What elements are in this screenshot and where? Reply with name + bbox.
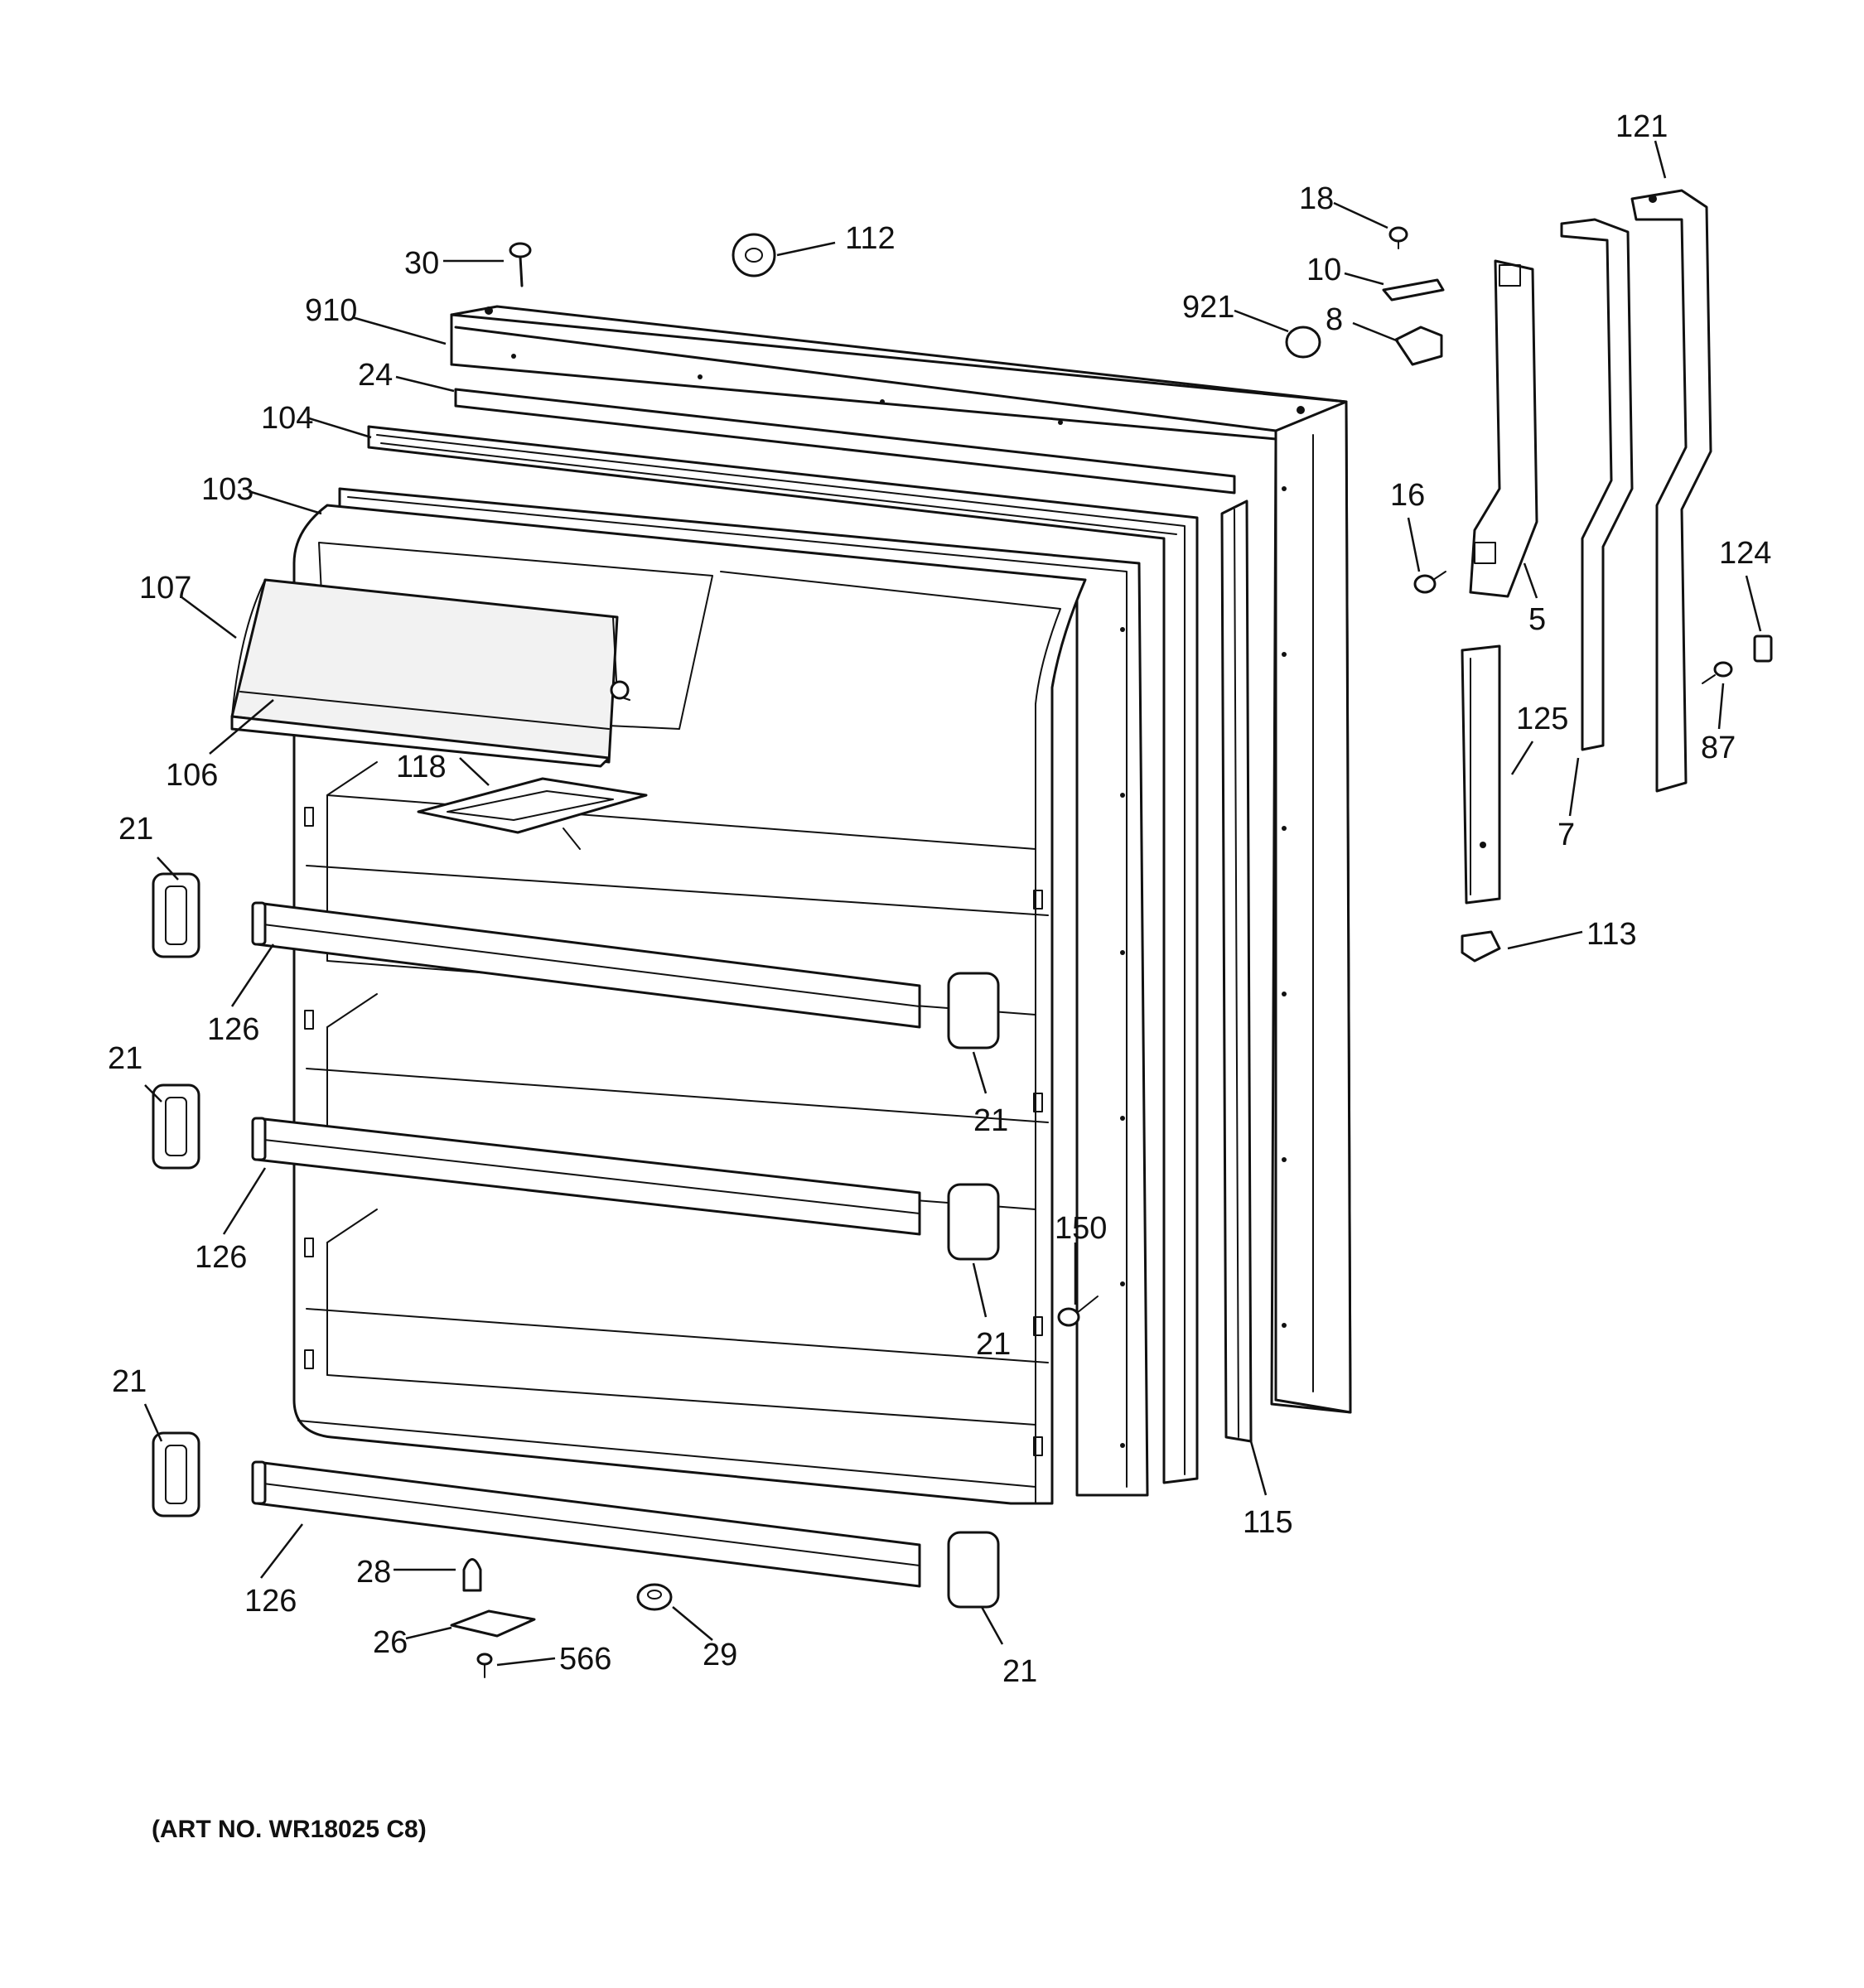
label-21-right-3: 21 <box>1002 1654 1037 1689</box>
label-10: 10 <box>1306 253 1341 287</box>
label-21-left-3: 21 <box>112 1364 147 1399</box>
label-21-right-2: 21 <box>976 1327 1011 1362</box>
plate-26 <box>450 1609 536 1638</box>
label-30: 30 <box>404 246 439 281</box>
shelf-end-cap-right-3 <box>947 1531 1000 1609</box>
screw-16 <box>1413 571 1446 594</box>
label-103: 103 <box>201 472 254 507</box>
dairy-compartment <box>230 578 630 768</box>
door-shelf-bar-1 <box>251 901 921 1029</box>
screw-566 <box>476 1653 493 1678</box>
shelf-end-cap-right-2 <box>947 1183 1000 1261</box>
label-107: 107 <box>139 571 191 606</box>
bushing-8 <box>1394 326 1443 366</box>
clip-124 <box>1753 635 1773 663</box>
hinge-bracket-7 <box>1560 218 1634 751</box>
door-seal-115 <box>1220 499 1253 1443</box>
stop-28 <box>462 1558 482 1592</box>
butter-tray <box>417 777 648 850</box>
screw-87 <box>1702 661 1733 684</box>
shelf-end-cap-left-1 <box>152 872 200 958</box>
label-115: 115 <box>1243 1505 1293 1540</box>
label-5: 5 <box>1528 602 1546 637</box>
label-16: 16 <box>1390 478 1425 513</box>
label-28: 28 <box>356 1555 391 1590</box>
part-labels: 121 18 10 921 8 30 112 910 24 104 103 10… <box>108 109 1771 1689</box>
label-150: 150 <box>1055 1211 1107 1246</box>
label-29: 29 <box>703 1638 737 1672</box>
label-26: 26 <box>373 1625 408 1660</box>
door-shelf-bar-2 <box>251 1117 921 1236</box>
label-125: 125 <box>1516 702 1568 736</box>
label-921: 921 <box>1182 290 1234 325</box>
door-shelf-bar-3 <box>251 1460 921 1588</box>
plug-112 <box>732 233 776 277</box>
screw-18 <box>1388 226 1408 249</box>
screw-30 <box>509 242 532 287</box>
label-21-left-2: 21 <box>108 1041 142 1076</box>
hinge-pin-10 <box>1382 278 1445 302</box>
cap-921 <box>1285 326 1321 359</box>
shelf-end-cap-left-3 <box>152 1431 200 1518</box>
shelf-end-cap-left-2 <box>152 1083 200 1170</box>
label-566: 566 <box>559 1642 611 1677</box>
hinge-bracket-121 <box>1630 189 1712 793</box>
label-126-2: 126 <box>195 1240 247 1275</box>
label-87: 87 <box>1701 731 1736 765</box>
label-126-3: 126 <box>244 1584 297 1619</box>
label-106: 106 <box>166 758 218 793</box>
door-gasket <box>367 388 1236 1484</box>
label-118: 118 <box>396 750 447 784</box>
leader-lines <box>143 140 1762 1667</box>
outer-door-panel <box>450 305 1352 1414</box>
label-24: 24 <box>358 358 393 393</box>
label-21-right-1: 21 <box>973 1103 1008 1138</box>
screw-150 <box>1057 1296 1099 1327</box>
label-910: 910 <box>305 293 357 328</box>
label-113: 113 <box>1586 917 1637 952</box>
label-18: 18 <box>1299 181 1334 216</box>
label-7: 7 <box>1557 818 1575 852</box>
label-104: 104 <box>261 401 313 436</box>
label-121: 121 <box>1615 109 1668 144</box>
art-number: (ART NO. WR18025 C8) <box>152 1816 427 1843</box>
plug-29 <box>636 1583 673 1611</box>
label-124: 124 <box>1719 536 1771 571</box>
cam-113 <box>1461 930 1501 963</box>
door-handle <box>1469 259 1538 598</box>
handle-spacer <box>1461 644 1501 905</box>
label-126-1: 126 <box>207 1012 259 1047</box>
label-112: 112 <box>845 221 896 256</box>
shelf-end-cap-right-1 <box>947 972 1000 1049</box>
label-21-left-1: 21 <box>118 812 153 847</box>
label-8: 8 <box>1326 302 1343 337</box>
